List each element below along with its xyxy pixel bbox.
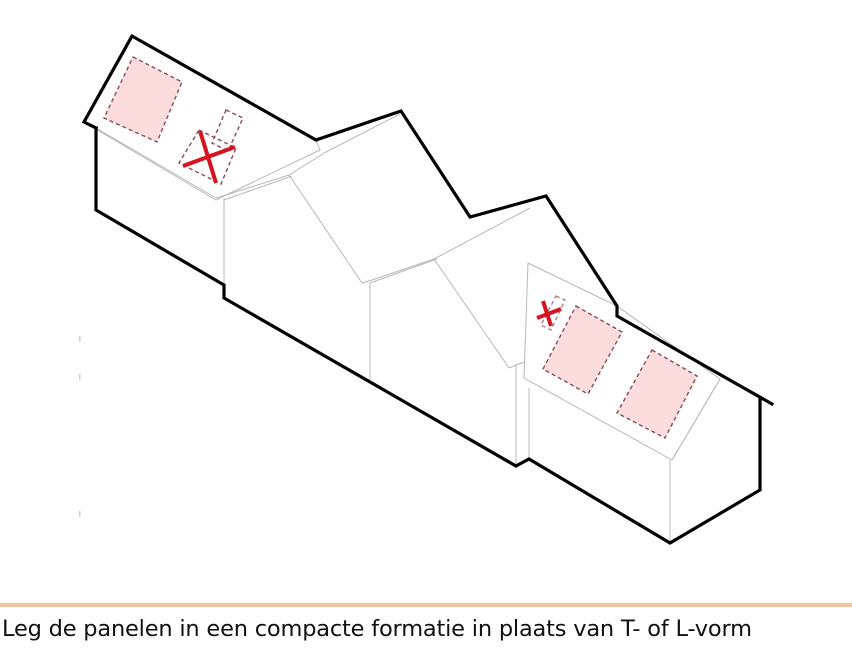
house-inner-edges: [95, 110, 721, 543]
diagram-caption: Leg de panelen in een compacte formatie …: [2, 616, 752, 642]
solar-panel-valid: [542, 305, 623, 395]
solar-panel-rejected-outline: [178, 129, 237, 185]
caption-divider: [0, 603, 852, 607]
solar-panel-valid: [103, 56, 183, 143]
solar-panel-rejected-outline: [211, 109, 244, 152]
solar-panel-valid: [616, 349, 698, 439]
scan-artifact: [79, 511, 81, 517]
house-solar-panel-diagram: [79, 33, 775, 545]
reject-cross-icon: [536, 300, 562, 327]
house-outline: [81, 33, 775, 407]
scan-artifact: [79, 374, 81, 380]
scan-artifact: [79, 336, 81, 342]
house-outline-bottom: [94, 126, 762, 545]
reject-cross-icon: [182, 130, 236, 184]
